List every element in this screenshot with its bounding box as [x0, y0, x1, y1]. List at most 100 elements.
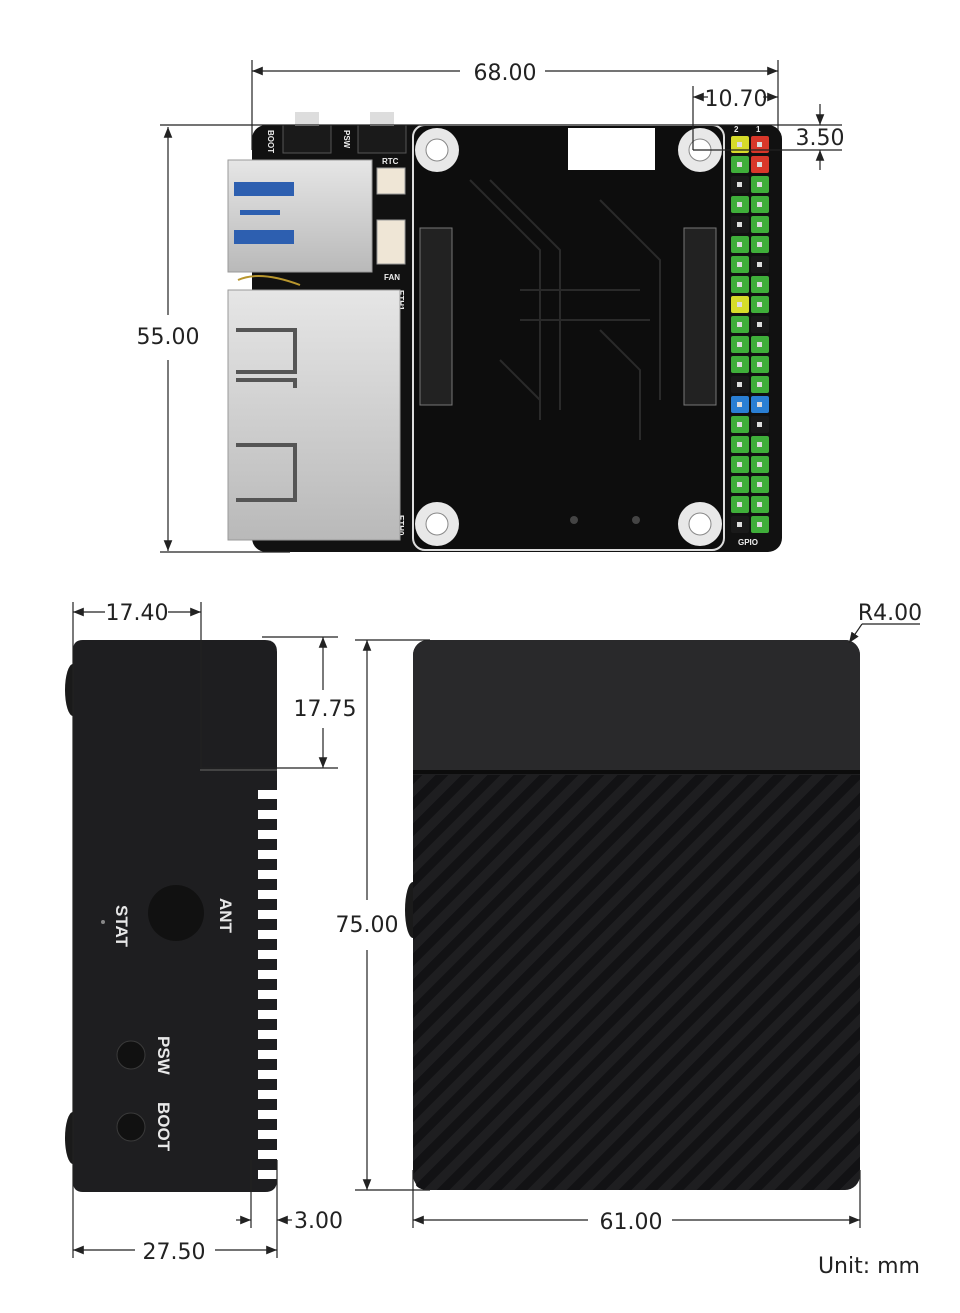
- label-psw: PSW: [154, 1036, 173, 1076]
- gpio-pin-contact: [757, 422, 762, 427]
- gpio-pin-contact: [737, 362, 742, 367]
- dim-side-depth: 27.50: [143, 1240, 206, 1265]
- vent-stripe: [413, 775, 601, 1190]
- vent-stripe: [413, 775, 523, 1190]
- vent-fin-gap: [258, 950, 277, 959]
- vent-stripe: [429, 775, 860, 1190]
- gpio-pin-contact: [737, 202, 742, 207]
- gpio-pin-contact: [757, 482, 762, 487]
- vent-fin-gap: [258, 990, 277, 999]
- gpio-pin-contact: [757, 302, 762, 307]
- vent-stripe: [413, 775, 497, 1190]
- gpio-pin-contact: [737, 422, 742, 427]
- vent-stripe: [413, 775, 783, 1190]
- gpio-pin-contact: [757, 442, 762, 447]
- vent-stripe: [689, 775, 860, 1190]
- som-connector-right: [683, 227, 717, 406]
- case-side-view: ANT STAT PSW BOOT: [65, 640, 277, 1192]
- vent-stripe: [413, 775, 653, 1190]
- vent-fin-gap: [258, 1170, 277, 1179]
- stat-led: [101, 920, 105, 924]
- label-sticker: [568, 128, 655, 170]
- antenna-connector: [148, 885, 204, 941]
- vent-stripe: [559, 775, 860, 1190]
- vent-stripe: [901, 750, 960, 1200]
- silk-pin2: 2: [734, 125, 739, 134]
- vent-stripe: [611, 775, 860, 1190]
- front-dimensions: 75.00 61.00 R4.00: [336, 601, 923, 1235]
- vent-stripe: [845, 775, 860, 1190]
- case-front-view: [405, 640, 960, 1200]
- boot-button: [116, 1112, 146, 1142]
- vent-fin-gap: [258, 1090, 277, 1099]
- vent-stripe: [413, 775, 627, 1190]
- top-dimensions: 68.00 10.70 3.50 55.00: [137, 60, 844, 553]
- gpio-pin-contact: [757, 222, 762, 227]
- gpio-pin-contact: [737, 442, 742, 447]
- gpio-pin-contact: [737, 282, 742, 287]
- silk-pin1: 1: [756, 125, 761, 134]
- vent-fin-gap: [258, 970, 277, 979]
- vent-stripe: [413, 775, 549, 1190]
- gpio-pin-contact: [737, 502, 742, 507]
- vent-stripe: [875, 750, 960, 1200]
- vent-stripe: [413, 775, 575, 1190]
- silk-psw: PSW: [342, 130, 351, 149]
- gpio-pin-contact: [737, 522, 742, 527]
- gpio-pin-contact: [737, 242, 742, 247]
- vent-stripe: [585, 775, 860, 1190]
- vent-fin-gap: [258, 810, 277, 819]
- gpio-pin-contact: [757, 402, 762, 407]
- boot-button-cap: [295, 112, 319, 126]
- rtc-connector: [376, 167, 406, 195]
- pcb-traces: [469, 179, 661, 440]
- vent-stripe: [413, 775, 757, 1190]
- silk-gpio: GPIO: [738, 538, 758, 547]
- dim-side-foot: 3.00: [294, 1209, 343, 1234]
- gpio-pin-contact: [737, 402, 742, 407]
- fan-connector: [376, 219, 406, 265]
- usb-port: [227, 159, 373, 273]
- boot-button: [282, 124, 332, 154]
- board-top-view: BOOT PSW RTC FAN ETH1 ETH0: [227, 112, 782, 552]
- gpio-pin-contact: [737, 262, 742, 267]
- vent-fin-gap: [258, 910, 277, 919]
- vent-fin-gap: [258, 890, 277, 899]
- gpio-pin-contact: [757, 362, 762, 367]
- vent-stripe: [413, 775, 860, 1190]
- label-ant: ANT: [216, 898, 235, 934]
- silk-boot: BOOT: [266, 130, 275, 153]
- gpio-pin-contact: [737, 462, 742, 467]
- vent-stripe: [413, 775, 835, 1190]
- gpio-pin-contact: [737, 162, 742, 167]
- dim-corner-radius: R4.00: [858, 601, 922, 626]
- vent-fin-gap: [258, 830, 277, 839]
- dim-case-height: 75.00: [336, 913, 399, 938]
- silk-fan: FAN: [384, 273, 400, 282]
- mounting-holes: [415, 128, 722, 546]
- dim-side-notch-height: 17.75: [294, 697, 357, 722]
- vent-fin-gap: [258, 870, 277, 879]
- vent-fin-gap: [258, 1150, 277, 1159]
- gpio-pin-contact: [757, 502, 762, 507]
- gpio-pin-contact: [757, 262, 762, 267]
- vent-fin-gap: [258, 790, 277, 799]
- dim-hole-offset-x: 10.70: [705, 87, 768, 112]
- vent-stripe: [413, 775, 731, 1190]
- vent-stripe: [767, 775, 860, 1190]
- vent-stripe: [507, 775, 860, 1190]
- vent-stripe: [481, 775, 860, 1190]
- gpio-pin-contact: [757, 382, 762, 387]
- gpio-pin-contact: [737, 482, 742, 487]
- gpio-header: [731, 136, 769, 533]
- led: [570, 516, 578, 524]
- vent-fin-gap: [258, 1030, 277, 1039]
- psw-button: [116, 1040, 146, 1070]
- case-ventilation-stripes: [413, 750, 960, 1200]
- gpio-pin-contact: [737, 222, 742, 227]
- gpio-pin-contact: [757, 202, 762, 207]
- vent-stripe: [413, 775, 679, 1190]
- vent-fin-gap: [258, 1050, 277, 1059]
- vent-fin-gap: [258, 1110, 277, 1119]
